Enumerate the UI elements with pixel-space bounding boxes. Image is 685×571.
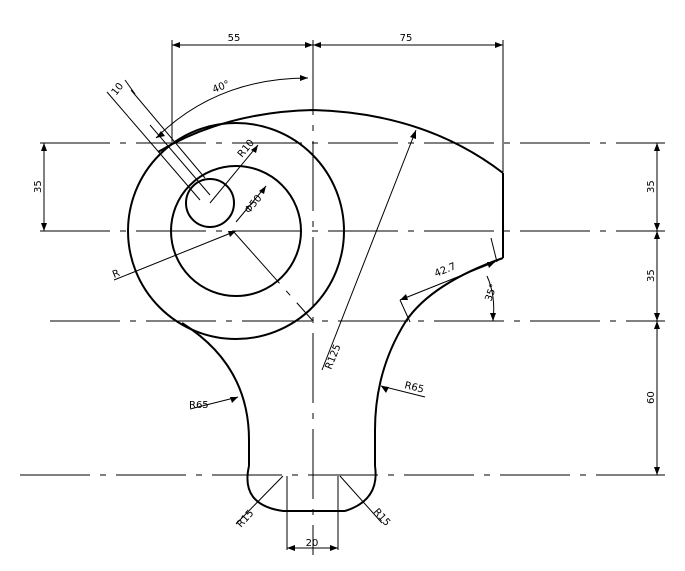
- r65-right-arc: [374, 320, 407, 466]
- dim-20: 20: [306, 538, 319, 549]
- dim-r65-right: R65: [403, 380, 425, 395]
- part-outline: [127, 109, 504, 512]
- dim-35-right-top: 35: [646, 180, 657, 193]
- dim-42-7: 42.7: [433, 261, 458, 280]
- dim-r125: R125: [324, 343, 344, 371]
- dim-r15-right: R15: [371, 507, 392, 529]
- dim-phi50: Φ50: [243, 193, 265, 216]
- outer-circle: [127, 122, 345, 340]
- dim-35-left: 35: [33, 180, 44, 193]
- dim-35-right-mid: 35: [646, 269, 657, 282]
- diagonal-centerline: [232, 230, 314, 322]
- angle-40-arc: [155, 77, 309, 139]
- r65-left-arc: [181, 322, 250, 466]
- dimension-labels: 55 75 40° 10 R10 Φ50 R 35 35 35 60 42.7 …: [33, 33, 657, 549]
- dim-r65-left: R65: [189, 400, 209, 411]
- dim-55: 55: [228, 33, 241, 44]
- dim-60: 60: [646, 391, 657, 404]
- top-arc: [157, 109, 504, 174]
- phi50-circle: [170, 165, 302, 297]
- dim-75: 75: [400, 33, 413, 44]
- dim-r15-left: R15: [235, 508, 256, 530]
- r15-left-arc: [246, 465, 284, 512]
- dim-angle-35: 35°: [483, 283, 499, 303]
- dimension-arrows: [41, 42, 660, 551]
- r10-circle: [185, 178, 235, 228]
- center-lines: [20, 45, 665, 555]
- dim-angle-40: 40°: [211, 79, 232, 96]
- dim-10: 10: [110, 81, 127, 98]
- r15-right-arc: [344, 465, 377, 512]
- dimension-lines: [43, 40, 658, 550]
- dim-r: R: [111, 268, 122, 281]
